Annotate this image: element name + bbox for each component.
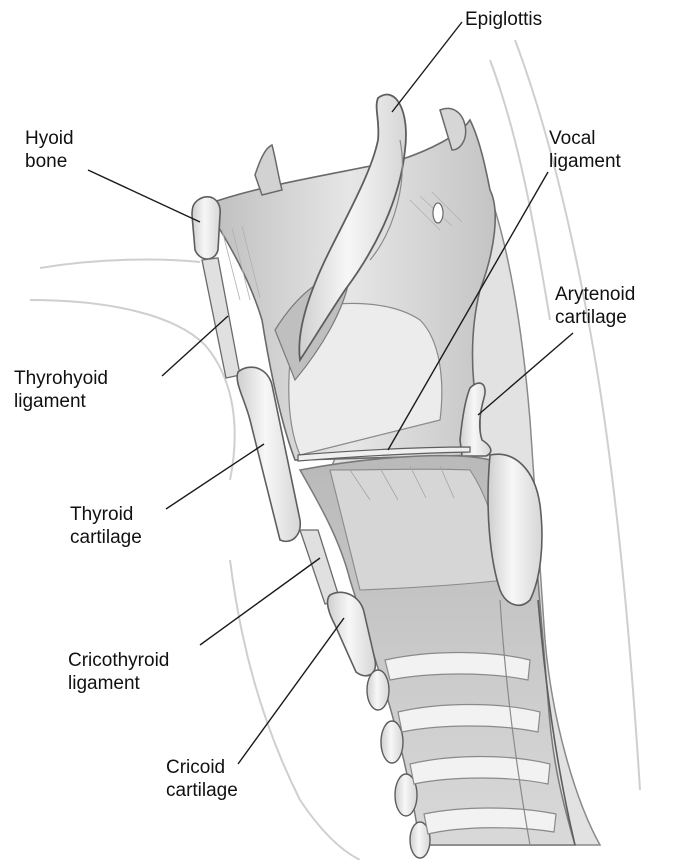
label-cricoid-cartilage: Cricoid cartilage bbox=[166, 756, 238, 802]
superior-horn bbox=[255, 145, 282, 195]
label-arytenoid-cartilage: Arytenoid cartilage bbox=[555, 283, 635, 329]
thyrohyoid-ligament-shape bbox=[202, 258, 240, 378]
label-thyrohyoid-ligament: Thyrohyoid ligament bbox=[14, 367, 108, 413]
leader-thyrohyoid-ligament bbox=[162, 316, 228, 376]
hyoid-bone-shape bbox=[192, 197, 220, 259]
label-thyroid-cartilage: Thyroid cartilage bbox=[70, 503, 142, 549]
label-hyoid-bone: Hyoid bone bbox=[25, 127, 74, 173]
leader-cricoid-cartilage bbox=[238, 618, 344, 764]
leader-hyoid-bone bbox=[88, 170, 200, 222]
label-cricothyroid-ligament: Cricothyroid ligament bbox=[68, 649, 169, 695]
leader-cricothyroid-ligament bbox=[200, 558, 320, 645]
leader-epiglottis bbox=[392, 22, 462, 112]
label-vocal-ligament: Vocal ligament bbox=[549, 127, 621, 173]
label-epiglottis: Epiglottis bbox=[465, 8, 542, 31]
leader-thyroid-cartilage bbox=[166, 444, 264, 509]
